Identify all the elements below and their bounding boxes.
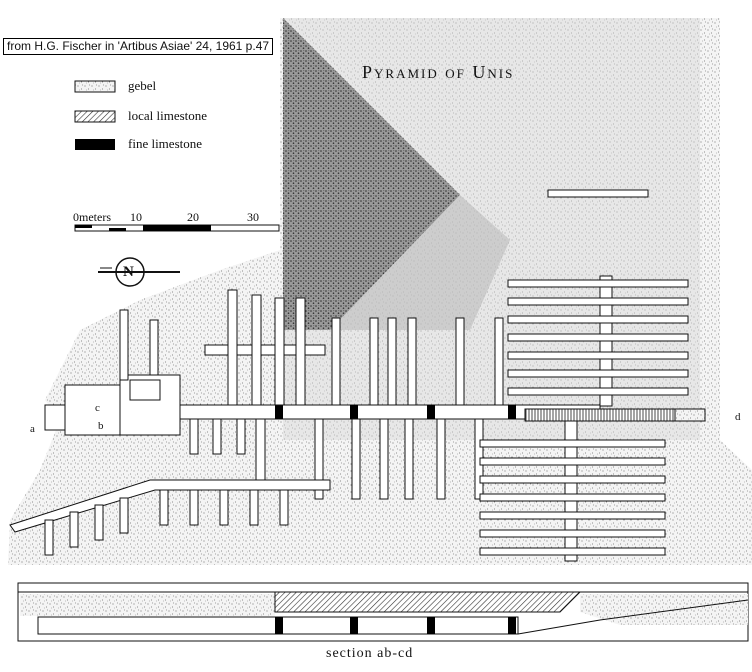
point-label-c: c (95, 402, 100, 414)
scale-unit-label: 0meters (73, 210, 111, 224)
map-title: Pyramid of Unis (362, 62, 515, 82)
scale-tick-10: 10 (130, 210, 142, 224)
ne-magazines (507, 275, 689, 407)
pyramid-mid (330, 195, 510, 330)
legend-label-local-limestone: local limestone (128, 108, 208, 123)
se-magazines (479, 420, 666, 562)
hatch-swatch (74, 110, 116, 123)
corridor-hatched (524, 408, 676, 422)
scale-bar (74, 224, 280, 232)
scale-tick-20: 20 (187, 210, 199, 224)
north-galleries (119, 289, 504, 406)
scale-tick-30: 30 (247, 210, 259, 224)
stipple-swatch (74, 80, 116, 93)
solid-black-swatch (75, 139, 115, 150)
source-caption: from H.G. Fischer in 'Artibus Asiae' 24,… (3, 38, 274, 55)
causeway (9, 479, 331, 533)
section-label: section ab-cd (326, 646, 414, 661)
legend-label-fine-limestone: fine limestone (128, 136, 203, 151)
point-label-b: b (98, 420, 104, 432)
point-label-d: d (735, 411, 741, 423)
legend-label-gebel: gebel (128, 78, 157, 93)
section-profile (17, 582, 749, 642)
point-label-a: a (30, 423, 35, 435)
south-galleries (189, 418, 484, 500)
pyramid-dark (283, 18, 460, 330)
compass-north-label: N (123, 264, 134, 280)
compass-icon (98, 257, 180, 287)
